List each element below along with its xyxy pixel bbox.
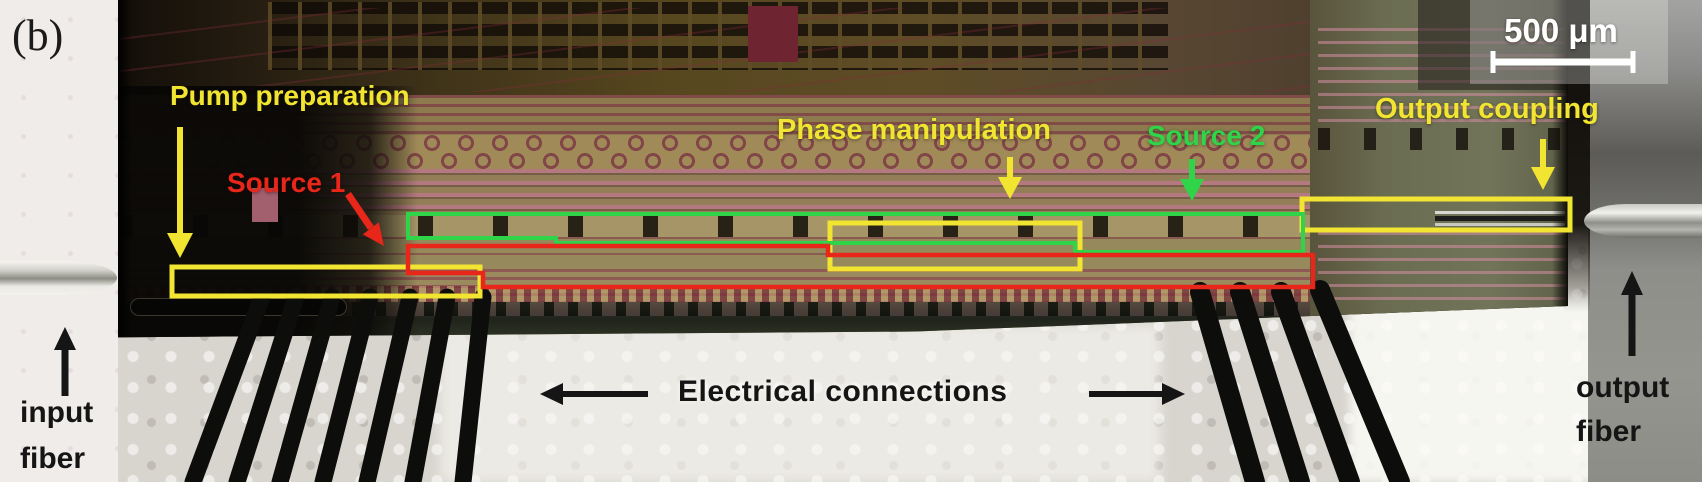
- chip-bond-pad-grid: [268, 2, 1168, 70]
- input-fiber-label: input fiber: [20, 396, 94, 475]
- output-coupling-box: [1299, 196, 1573, 233]
- chip-right-edge-gap: [1564, 0, 1590, 312]
- output-coupling-label: Output coupling: [1375, 93, 1599, 125]
- electrical-connections-left-arrow: [540, 383, 648, 405]
- right-background-column: [1588, 0, 1702, 482]
- chip-right-pad-row: [1318, 128, 1568, 150]
- chip-left-facet: [118, 0, 132, 338]
- electrical-connections-label: Electrical connections: [678, 375, 1008, 408]
- scale-bar-line: [1490, 51, 1636, 73]
- chip-corner-shadow: [1418, 0, 1568, 90]
- chip-pink-component: [252, 188, 278, 222]
- chip-right-traces-bottom: [1318, 232, 1568, 308]
- chip-right-facet: [1552, 0, 1568, 338]
- output-fiber-label: output fiber: [1576, 371, 1670, 448]
- source-1-arrow: [345, 192, 384, 246]
- pump-preparation-box: [169, 264, 483, 299]
- phase-manipulation-arrow: [998, 157, 1022, 199]
- source-2-outline: [406, 212, 1305, 254]
- output-waveguide-highlight: [1435, 211, 1565, 214]
- source-1-outline: [405, 243, 1316, 290]
- phase-manipulation-box: [827, 220, 1083, 272]
- left-background-strip: [0, 0, 118, 482]
- source-2-arrow: [1180, 159, 1204, 201]
- output-fiber-photo: [1584, 204, 1702, 238]
- input-fiber-photo: [0, 261, 117, 295]
- chip-pad-row: [118, 215, 1568, 237]
- phase-manipulation-label: Phase manipulation: [777, 114, 1051, 146]
- pump-preparation-arrow: [167, 127, 193, 258]
- electrical-connections-right-arrow: [1089, 383, 1185, 405]
- source-2-label: Source 2: [1147, 120, 1266, 151]
- output-waveguide-groove: [1435, 216, 1565, 221]
- output-coupling-arrow: [1531, 139, 1555, 190]
- chip-maroon-component: [748, 6, 798, 62]
- panel-label: (b): [12, 11, 64, 60]
- output-waveguide-highlight: [1435, 223, 1565, 226]
- wire-bundle-left: [184, 288, 492, 482]
- output-fiber-arrow: [1621, 271, 1643, 356]
- scale-bar-label: 500 μm: [1504, 12, 1618, 49]
- pump-preparation-label: Pump preparation: [170, 80, 410, 111]
- chip-bottom-bond-pads: [208, 302, 1448, 316]
- source-1-label: Source 1: [227, 167, 346, 198]
- wire-bundle-right: [1190, 280, 1410, 482]
- input-fiber-arrow: [54, 327, 76, 396]
